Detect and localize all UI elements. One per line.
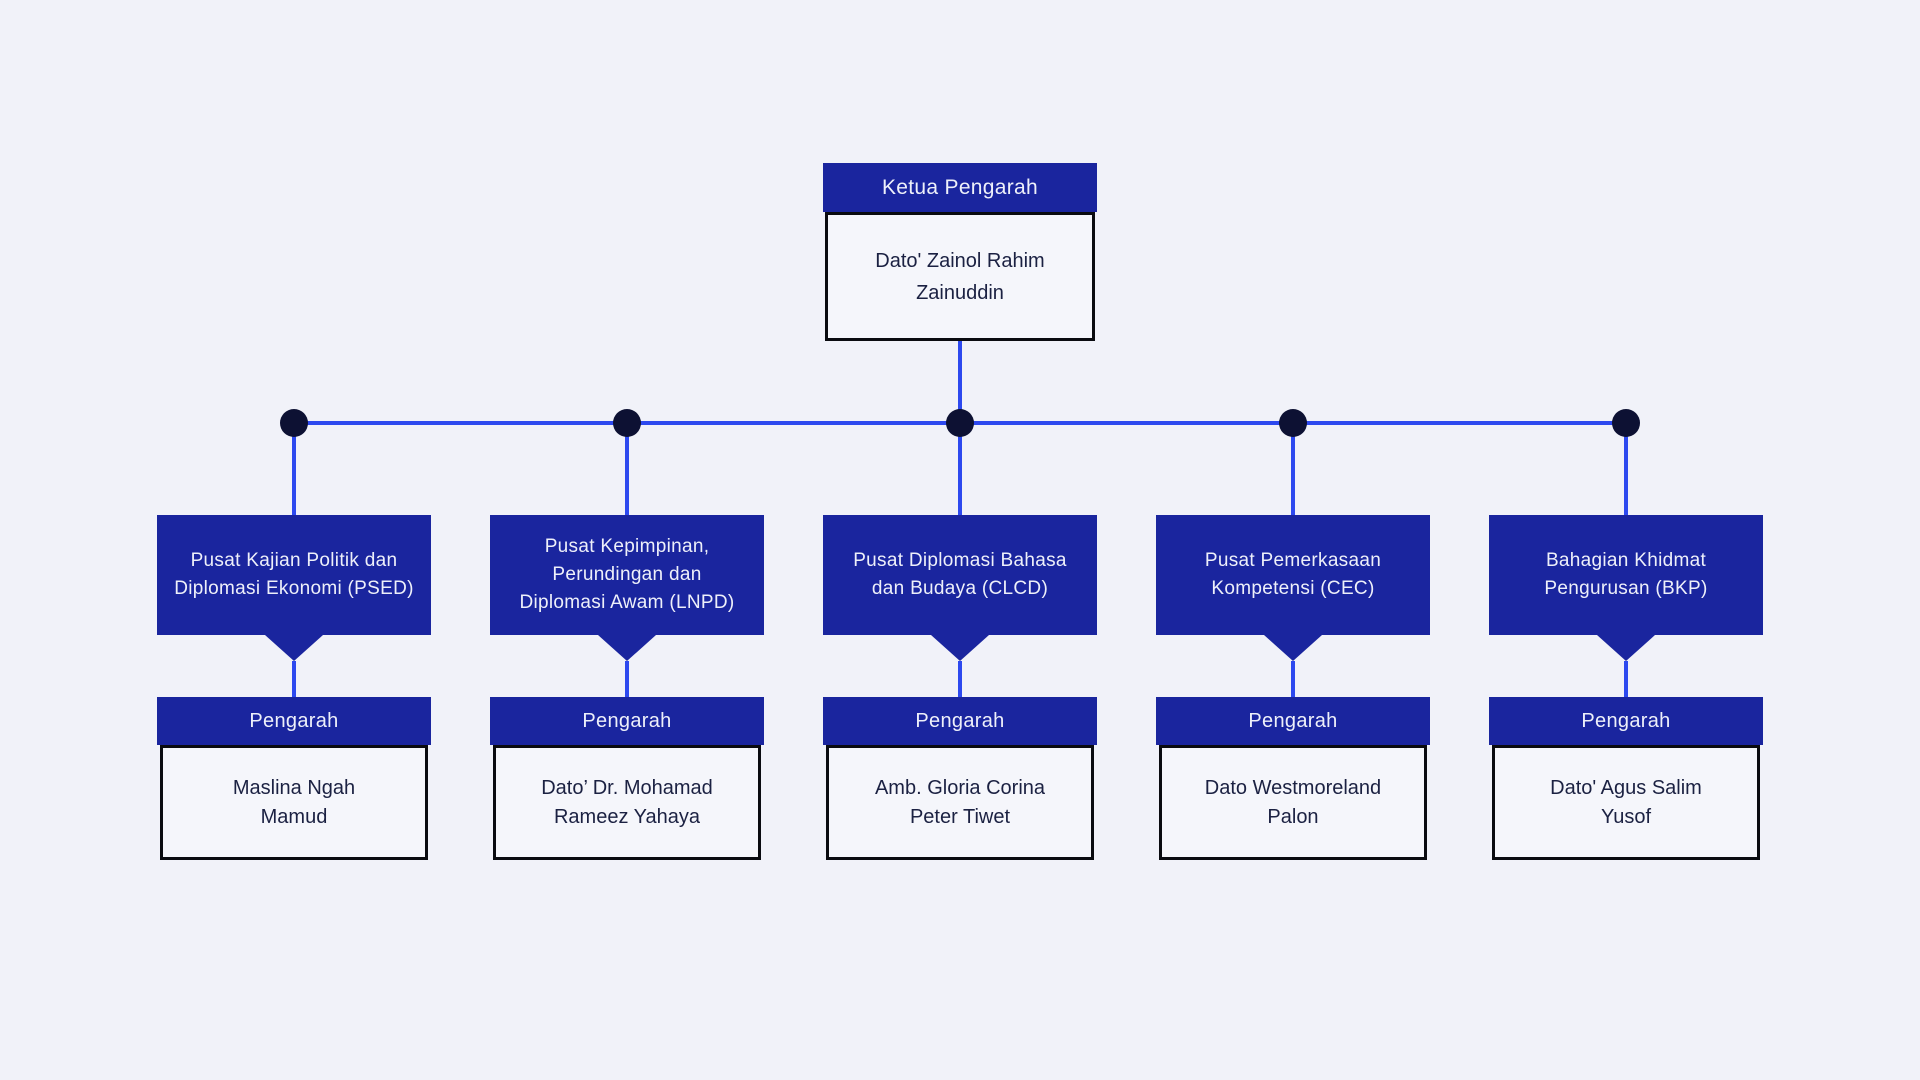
department-column-lnpd: Pusat Kepimpinan, Perundingan dan Diplom… bbox=[490, 515, 764, 860]
department-title: Pusat Diplomasi Bahasa dan Budaya (CLCD) bbox=[853, 549, 1067, 599]
role-bar: Pengarah bbox=[490, 697, 764, 745]
department-title: Pusat Kajian Politik dan Diplomasi Ekono… bbox=[174, 549, 414, 599]
role-bar: Pengarah bbox=[823, 697, 1097, 745]
department-title: Pusat Pemerkasaan Kompetensi (CEC) bbox=[1204, 549, 1382, 599]
role-label: Pengarah bbox=[582, 709, 672, 732]
connector-stub bbox=[625, 661, 629, 697]
connector-dot-group bbox=[280, 409, 1640, 437]
department-title: Bahagian Khidmat Pengurusan (BKP) bbox=[1544, 549, 1708, 599]
pointer-down-icon bbox=[598, 635, 656, 661]
department-title-box: Pusat Pemerkasaan Kompetensi (CEC) bbox=[1156, 515, 1430, 635]
root-name: Dato' Zainol Rahim Zainuddin bbox=[875, 249, 1045, 304]
director-name-box: Maslina Ngah Mamud bbox=[160, 745, 428, 860]
department-column-cec: Pusat Pemerkasaan Kompetensi (CEC) Penga… bbox=[1156, 515, 1430, 860]
department-title-box: Pusat Kepimpinan, Perundingan dan Diplom… bbox=[490, 515, 764, 635]
connector-dot-3 bbox=[946, 409, 974, 437]
root-node: Ketua Pengarah Dato' Zainol Rahim Zainud… bbox=[823, 163, 1097, 341]
connector-dot-2 bbox=[613, 409, 641, 437]
pointer-down-icon bbox=[1264, 635, 1322, 661]
department-title: Pusat Kepimpinan, Perundingan dan Diplom… bbox=[519, 535, 735, 614]
role-bar: Pengarah bbox=[157, 697, 431, 745]
director-name-box: Dato Westmoreland Palon bbox=[1159, 745, 1427, 860]
role-label: Pengarah bbox=[1581, 709, 1671, 732]
role-label: Pengarah bbox=[915, 709, 1005, 732]
director-name: Dato' Agus Salim Yusof bbox=[1550, 777, 1702, 828]
department-column-clcd: Pusat Diplomasi Bahasa dan Budaya (CLCD)… bbox=[823, 515, 1097, 860]
director-name: Dato Westmoreland Palon bbox=[1204, 777, 1382, 828]
role-label: Pengarah bbox=[249, 709, 339, 732]
root-title-bar: Ketua Pengarah bbox=[823, 163, 1097, 212]
connector-stub bbox=[1291, 661, 1295, 697]
department-column-psed: Pusat Kajian Politik dan Diplomasi Ekono… bbox=[157, 515, 431, 860]
connector-stub bbox=[958, 661, 962, 697]
director-name: Amb. Gloria Corina Peter Tiwet bbox=[874, 777, 1046, 828]
department-title-box: Pusat Kajian Politik dan Diplomasi Ekono… bbox=[157, 515, 431, 635]
root-name-box: Dato' Zainol Rahim Zainuddin bbox=[825, 212, 1095, 341]
role-label: Pengarah bbox=[1248, 709, 1338, 732]
pointer-down-icon bbox=[931, 635, 989, 661]
connector-dot-4 bbox=[1279, 409, 1307, 437]
director-name-box: Dato' Agus Salim Yusof bbox=[1492, 745, 1760, 860]
connector-dot-5 bbox=[1612, 409, 1640, 437]
director-name-box: Dato’ Dr. Mohamad Rameez Yahaya bbox=[493, 745, 761, 860]
department-title-box: Bahagian Khidmat Pengurusan (BKP) bbox=[1489, 515, 1763, 635]
director-name: Maslina Ngah Mamud bbox=[232, 777, 356, 828]
role-bar: Pengarah bbox=[1489, 697, 1763, 745]
director-name: Dato’ Dr. Mohamad Rameez Yahaya bbox=[541, 777, 713, 828]
department-column-bkp: Bahagian Khidmat Pengurusan (BKP) Pengar… bbox=[1489, 515, 1763, 860]
root-title: Ketua Pengarah bbox=[882, 175, 1038, 199]
role-bar: Pengarah bbox=[1156, 697, 1430, 745]
connector-stub bbox=[292, 661, 296, 697]
director-name-box: Amb. Gloria Corina Peter Tiwet bbox=[826, 745, 1094, 860]
connector-stub bbox=[1624, 661, 1628, 697]
department-title-box: Pusat Diplomasi Bahasa dan Budaya (CLCD) bbox=[823, 515, 1097, 635]
connector-dot-1 bbox=[280, 409, 308, 437]
pointer-down-icon bbox=[265, 635, 323, 661]
pointer-down-icon bbox=[1597, 635, 1655, 661]
